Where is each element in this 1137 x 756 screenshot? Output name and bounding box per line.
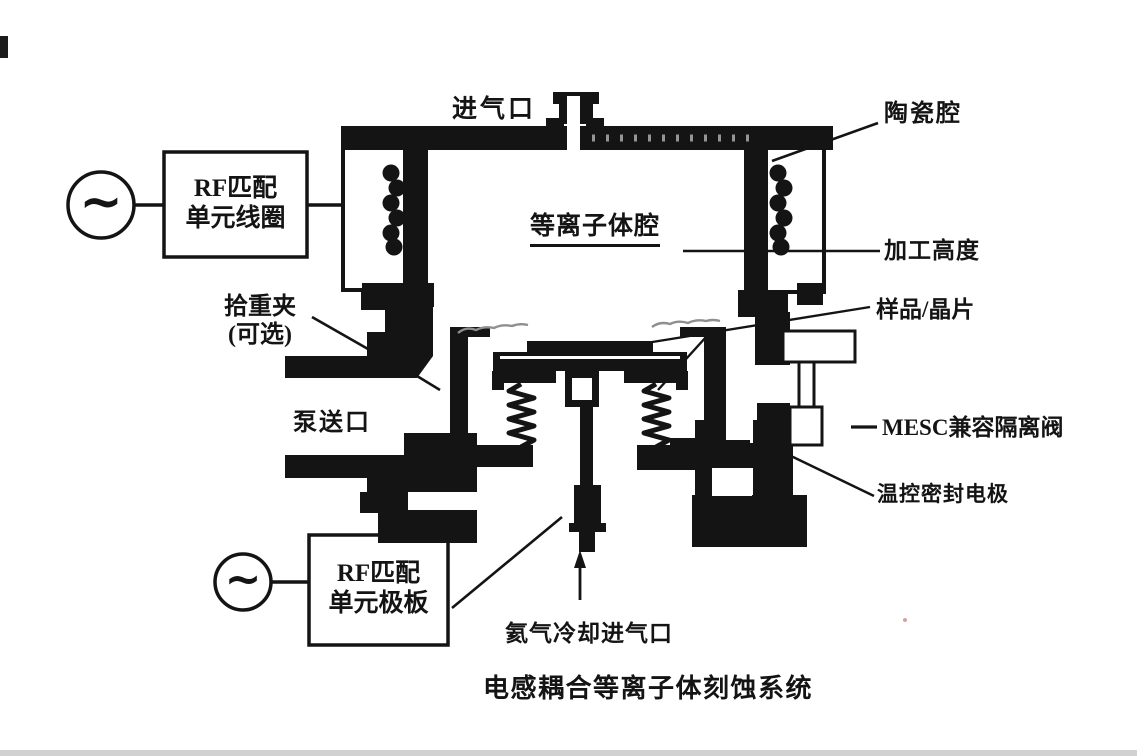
clamp-leader-line [311, 315, 369, 351]
label-processing-height: 加工高度 [884, 238, 980, 263]
label-ceramic-chamber: 陶瓷腔 [884, 101, 962, 127]
rf-plate-box-label: RF匹配 单元极板 [309, 559, 448, 618]
left-coil-turns [382, 164, 406, 256]
wafer-chuck-assembly [460, 341, 703, 552]
page-edge-artifacts [0, 36, 1137, 756]
label-pump-port: 泵送口 [293, 410, 371, 436]
label-lift-clamp-line1: 拾重夹 [224, 294, 296, 320]
ceramic-leader-line [771, 121, 879, 163]
rf-plate-box-line2: 单元极板 [328, 589, 429, 617]
left-ceramic-wall [404, 146, 428, 288]
right-bellows-spring [641, 381, 672, 450]
label-helium-cooling-inlet: 氦气冷却进气口 [505, 621, 673, 646]
ac-tilde-1: ~ [79, 172, 123, 232]
chamber-top-wall [341, 92, 833, 150]
wafer [527, 341, 653, 352]
rf-coil-circuit [66, 150, 373, 259]
rf-coil-box-line1: RF匹配 [193, 175, 278, 202]
rf-plate-leader-line [451, 515, 563, 610]
diagram-caption: 电感耦合等离子体刻蚀系统 [483, 674, 814, 703]
left-bellows-spring [506, 381, 537, 450]
label-sample-wafer: 样品/晶片 [876, 297, 975, 322]
label-mesc-valve: MESC兼容隔离阀 [882, 415, 1064, 440]
helium-arrow [574, 550, 586, 600]
right-foot-block [692, 495, 807, 547]
leader-lines [311, 121, 880, 498]
rf-coil-box-label: RF匹配 单元线圈 [164, 174, 307, 233]
ac-tilde-2: ~ [225, 554, 262, 605]
scan-noise [457, 318, 721, 334]
left-inner-wall [450, 327, 468, 442]
rf-coil-box-line2: 单元线圈 [185, 204, 286, 232]
left-chamber-structure [285, 288, 490, 543]
center-shaft [580, 407, 593, 485]
ceramic-walls-and-coils [362, 146, 823, 317]
right-shell-foot [797, 283, 823, 305]
transfer-arm [285, 356, 417, 378]
ac-tilde-symbols: ~ ~ [79, 172, 261, 605]
electrode-leader-line [790, 454, 875, 498]
sample-leader-line [639, 305, 871, 346]
label-lift-clamp: 拾重夹 (可选) [224, 294, 296, 349]
label-gas-inlet: 进气口 [452, 96, 537, 123]
label-lift-clamp-line2: (可选) [228, 321, 292, 348]
mesc-isolation-valve [781, 329, 857, 447]
label-plasma-chamber: 等离子体腔 [530, 213, 661, 247]
right-inner-wall [704, 327, 726, 442]
right-ceramic-wall [744, 146, 768, 306]
rf-plate-box-line1: RF匹配 [336, 560, 421, 587]
label-temp-sealed-electrode: 温控密封电极 [877, 482, 1009, 506]
chuck-platform [493, 352, 687, 371]
